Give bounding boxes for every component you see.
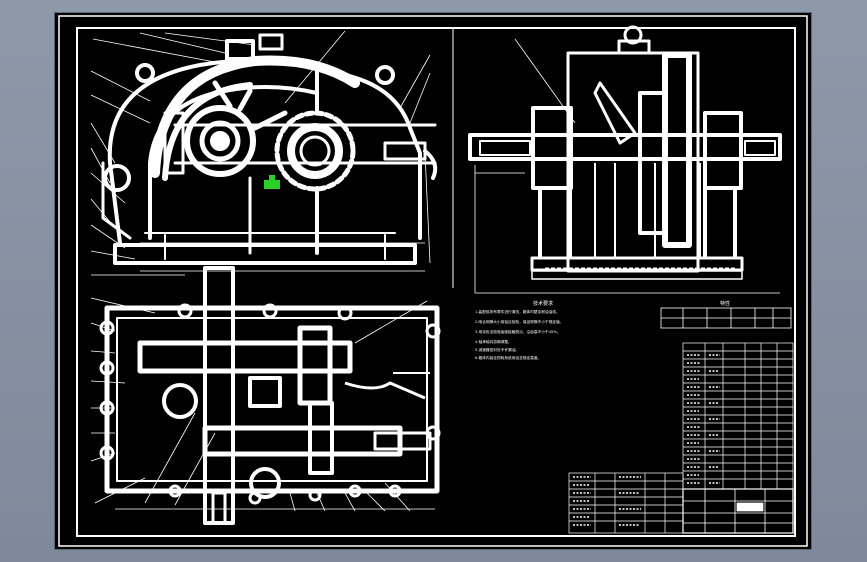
svg-text:1.装配前所有零件进行清洗，箱体内壁涂耐油油漆。: 1.装配前所有零件进行清洗，箱体内壁涂耐油油漆。 bbox=[475, 309, 560, 314]
cad-viewport[interactable]: 技术要求 1.装配前所有零件进行清洗，箱体内壁涂耐油油漆。 2.啮合侧隙大小用铅… bbox=[55, 13, 811, 549]
gearbox-assembly-drawing: 技术要求 1.装配前所有零件进行清洗，箱体内壁涂耐油油漆。 2.啮合侧隙大小用铅… bbox=[58, 15, 808, 547]
svg-text:4.轴承轴向游隙调整。: 4.轴承轴向游隙调整。 bbox=[475, 339, 512, 344]
dimension-lines-side bbox=[474, 38, 780, 294]
spec-table: 特性 bbox=[660, 300, 792, 329]
outer-border bbox=[58, 15, 808, 547]
svg-text:3.用涂色法检验齿面接触斑点，沿齿高不小于45%。: 3.用涂色法检验齿面接触斑点，沿齿高不小于45%。 bbox=[475, 329, 560, 334]
selection-marker[interactable] bbox=[264, 175, 280, 189]
tech-req-title: 技术要求 bbox=[533, 300, 553, 307]
leader-lines-top bbox=[90, 297, 435, 512]
title-block bbox=[682, 488, 794, 534]
parts-list bbox=[568, 342, 794, 534]
technical-requirements: 技术要求 1.装配前所有零件进行清洗，箱体内壁涂耐油油漆。 2.啮合侧隙大小用铅… bbox=[475, 300, 563, 360]
inner-border bbox=[76, 27, 796, 537]
dimension-lines-front bbox=[140, 152, 431, 272]
svg-text:6.箱体内装全损耗系统用油至规定高度。: 6.箱体内装全损耗系统用油至规定高度。 bbox=[475, 355, 541, 360]
parts-list-text bbox=[573, 354, 720, 526]
svg-text:2.啮合侧隙大小用铅丝检验，保证侧隙不小于规定值。: 2.啮合侧隙大小用铅丝检验，保证侧隙不小于规定值。 bbox=[475, 319, 563, 324]
svg-text:5.减速器密封处不许漏油。: 5.减速器密封处不许漏油。 bbox=[475, 347, 519, 352]
spec-table-title: 特性 bbox=[720, 300, 730, 307]
front-view bbox=[101, 33, 438, 265]
leader-lines-front bbox=[90, 30, 431, 276]
side-view bbox=[468, 25, 782, 280]
top-view bbox=[99, 266, 441, 525]
